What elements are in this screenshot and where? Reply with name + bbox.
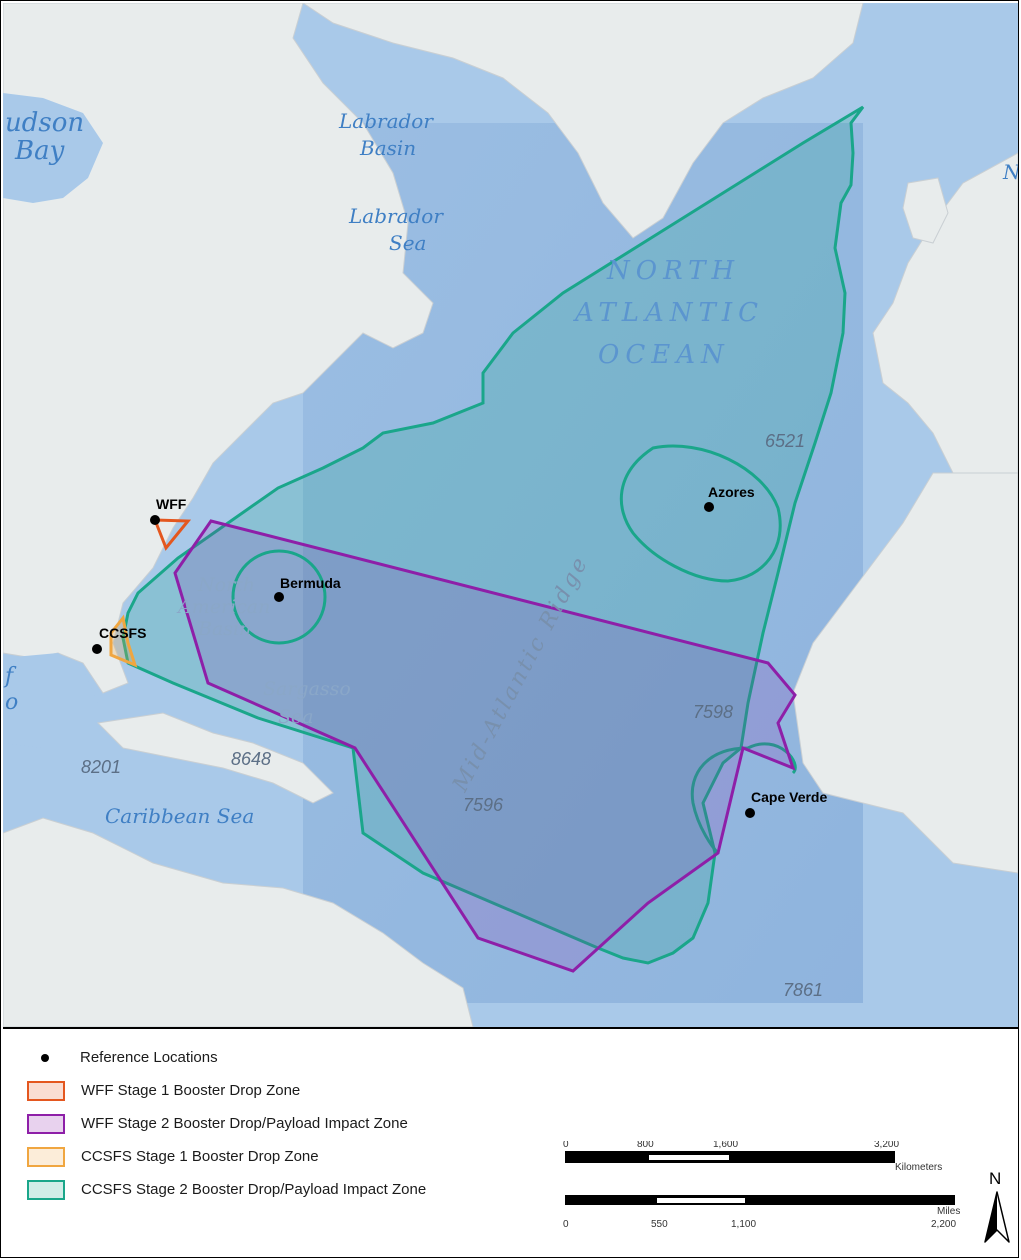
legend-item-ccsfs-stage1: CCSFS Stage 1 Booster Drop Zone — [27, 1140, 527, 1173]
ccsfs-point[interactable] — [92, 644, 102, 654]
gulf-label-2: o — [5, 690, 18, 715]
hudson-bay-water — [3, 93, 103, 203]
legend-label-wff-stage2: WFF Stage 2 Booster Drop/Payload Impact … — [81, 1115, 408, 1132]
mile-unit: Miles — [937, 1206, 960, 1217]
north-arrow: N — [979, 1166, 1015, 1246]
cape-verde-label: Cape Verde — [751, 789, 827, 805]
ccsfs-stage1-zone[interactable] — [109, 614, 138, 668]
depth-8201: 8201 — [81, 757, 121, 777]
sargasso-label-1: Sargasso — [263, 678, 351, 700]
british-isles-land — [902, 177, 949, 244]
ccsfs-label: CCSFS — [99, 625, 146, 641]
labrador-sea-label-1: Labrador — [348, 204, 444, 228]
wff-stage2-zone[interactable] — [173, 519, 797, 973]
map-legend: Reference Locations WFF Stage 1 Booster … — [27, 1041, 527, 1206]
caribbean-sea-label: Caribbean Sea — [105, 804, 254, 828]
legend-label-reference: Reference Locations — [80, 1049, 218, 1066]
north-atlantic-label-2: ATLANTIC — [573, 298, 764, 328]
azores-label: Azores — [708, 484, 755, 500]
labrador-sea-label-2: Sea — [389, 231, 426, 255]
azores-point[interactable] — [704, 502, 714, 512]
hudson-bay-label-2: Bay — [14, 136, 65, 166]
hudson-bay-label-1: udson — [5, 108, 84, 138]
caribbean-islands — [96, 712, 334, 804]
north-arrow-label: N — [989, 1169, 1001, 1188]
legend-label-wff-stage1: WFF Stage 1 Booster Drop Zone — [81, 1082, 301, 1099]
depth-8648: 8648 — [231, 749, 271, 769]
mile-bar-white-segment — [657, 1198, 745, 1203]
bermuda-point[interactable] — [274, 592, 284, 602]
north-arrow-icon: N — [984, 1169, 1010, 1243]
scale-bar: 0 800 1,600 3,200 Kilometers Miles 0 550… — [551, 1139, 981, 1251]
mile-bar-outline — [565, 1195, 955, 1205]
depth-7598: 7598 — [693, 702, 733, 722]
wff-stage1-swatch — [27, 1080, 65, 1101]
labrador-basin-label-2: Basin — [359, 136, 416, 160]
south-america-land — [3, 817, 474, 1027]
cape-verde-point[interactable] — [745, 808, 755, 818]
legend-label-ccsfs-stage1: CCSFS Stage 1 Booster Drop Zone — [81, 1148, 319, 1165]
mile-tick-0: 0 — [563, 1219, 569, 1230]
north-atlantic-label-3: OCEAN — [598, 340, 730, 370]
km-bar-outline — [565, 1151, 895, 1163]
km-tick-3200: 3,200 — [874, 1141, 899, 1150]
legend-item-reference: Reference Locations — [27, 1041, 527, 1074]
mile-tick-550: 550 — [651, 1219, 668, 1230]
edge-label-n: N — [1002, 160, 1018, 184]
north-american-basin-label-3: Basin — [197, 618, 251, 640]
north-american-basin-label-1: North — [197, 574, 255, 596]
legend-item-wff-stage1: WFF Stage 1 Booster Drop Zone — [27, 1074, 527, 1107]
ccsfs-stage2-zone[interactable] — [121, 105, 865, 965]
azores-ring[interactable] — [619, 444, 782, 583]
km-tick-800: 800 — [637, 1141, 654, 1150]
reference-dot-icon — [41, 1053, 49, 1062]
km-unit: Kilometers — [895, 1162, 942, 1173]
labrador-basin-label-1: Labrador — [338, 109, 434, 133]
bermuda-ring[interactable] — [231, 549, 327, 645]
wff-point[interactable] — [150, 515, 160, 525]
map-canvas[interactable]: udson Bay Labrador Basin Labrador Sea NO… — [3, 3, 1018, 1029]
km-tick-0: 0 — [563, 1141, 569, 1150]
north-atlantic-label-1: NORTH — [606, 256, 740, 286]
km-tick-1600: 1,600 — [713, 1141, 738, 1150]
depth-7596: 7596 — [463, 795, 504, 815]
legend-item-ccsfs-stage2: CCSFS Stage 2 Booster Drop/Payload Impac… — [27, 1173, 527, 1206]
mile-tick-2200: 2,200 — [931, 1219, 956, 1230]
depth-6521: 6521 — [765, 431, 805, 451]
ccsfs-stage2-swatch — [27, 1179, 65, 1200]
km-bar-white-segment — [649, 1155, 729, 1160]
wff-label: WFF — [156, 496, 187, 512]
greenland-land — [302, 3, 864, 239]
north-american-basin-label-2: American — [176, 596, 270, 618]
wff-stage1-zone[interactable] — [152, 518, 192, 551]
map-svg: udson Bay Labrador Basin Labrador Sea NO… — [3, 3, 1018, 1027]
africa-land — [792, 472, 1018, 874]
bermuda-label: Bermuda — [280, 575, 341, 591]
mile-tick-1100: 1,100 — [731, 1219, 756, 1230]
legend-item-wff-stage2: WFF Stage 2 Booster Drop/Payload Impact … — [27, 1107, 527, 1140]
wff-stage2-swatch — [27, 1113, 65, 1134]
north-america-land — [3, 3, 434, 694]
scale-bar-svg: 0 800 1,600 3,200 Kilometers Miles 0 550… — [563, 1139, 960, 1230]
ccsfs-stage1-swatch — [27, 1146, 65, 1167]
depth-7861: 7861 — [783, 980, 823, 1000]
sargasso-label-2: Sea — [278, 706, 314, 728]
gulf-water — [3, 653, 98, 748]
legend-label-ccsfs-stage2: CCSFS Stage 2 Booster Drop/Payload Impac… — [81, 1181, 427, 1198]
